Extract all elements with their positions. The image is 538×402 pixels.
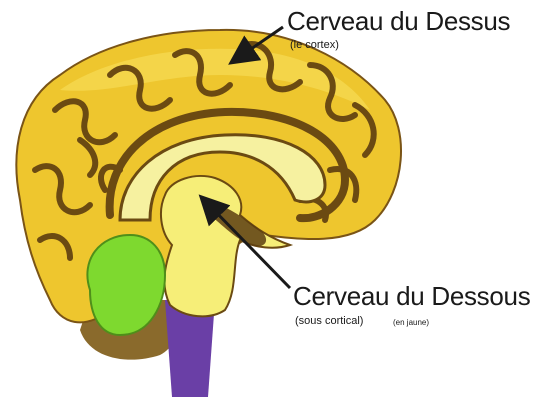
lower-label-title: Cerveau du Dessous [293,281,530,312]
upper-label-subtitle: (le cortex) [290,39,339,51]
lower-label-subtitle: (sous cortical) [295,315,363,327]
lower-label-note: (en jaune) [393,318,429,327]
upper-label-title: Cerveau du Dessus [287,6,510,37]
